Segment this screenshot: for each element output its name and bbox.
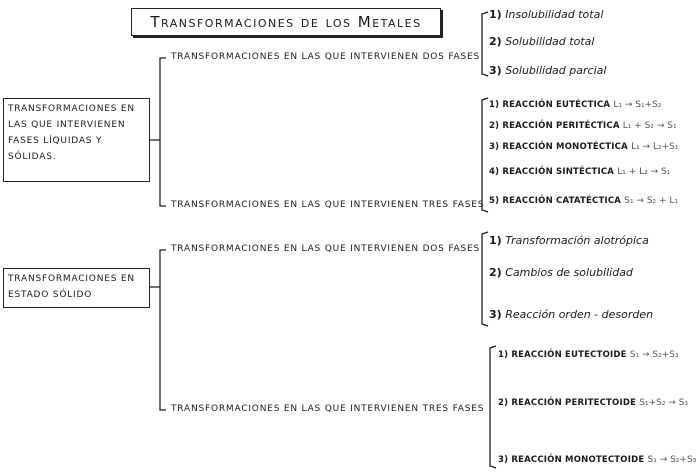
group-liquid-solid-label: Transformaciones en las que intervienen … <box>8 104 135 162</box>
list-item: 2) Cambios de solubilidad <box>489 266 633 279</box>
list-item: 3) Reacción monotéctica L₁ → L₂+S₁ <box>489 142 679 152</box>
group-solid-state-label: Transformaciones en estado sólido <box>8 274 135 300</box>
branch-liquid-three-phases: Transformaciones en las que intervienen … <box>171 200 485 210</box>
branch-solid-three-phases: Transformaciones en las que intervienen … <box>171 404 485 414</box>
page-title: Transformaciones de los Metales <box>131 8 441 36</box>
branch-solid-two-phases: Transformaciones en las que intervienen … <box>171 244 480 254</box>
list-item: 3) Reacción monotectoide S₁ → S₂+S₃ <box>498 455 697 465</box>
list-item: 1) Reacción eutéctica L₁ → S₁+S₂ <box>489 100 662 110</box>
list-item: 3) Solubilidad parcial <box>489 64 607 77</box>
branch-liquid-two-phases: Transformaciones en las que intervienen … <box>171 52 480 62</box>
list-item: 3) Reacción orden - desorden <box>489 308 654 321</box>
list-item: 1) Transformación alotrópica <box>489 234 649 247</box>
list-item: 2) Reacción peritéctica L₁ + S₂ → S₁ <box>489 121 677 131</box>
list-item: 2) Solubilidad total <box>489 35 595 48</box>
list-item: 1) Reacción eutectoide S₁ → S₂+S₃ <box>498 350 679 360</box>
group-solid-state: Transformaciones en estado sólido <box>3 268 150 308</box>
list-item: 1) Insolubilidad total <box>489 8 604 21</box>
list-item: 2) Reacción peritectoide S₁+S₂ → S₃ <box>498 398 689 408</box>
list-item: 5) Reacción catatéctica S₁ → S₂ + L₁ <box>489 196 679 206</box>
group-liquid-solid: Transformaciones en las que intervienen … <box>3 98 150 182</box>
list-item: 4) Reacción sintéctica L₁ + L₂ → S₁ <box>489 167 671 177</box>
